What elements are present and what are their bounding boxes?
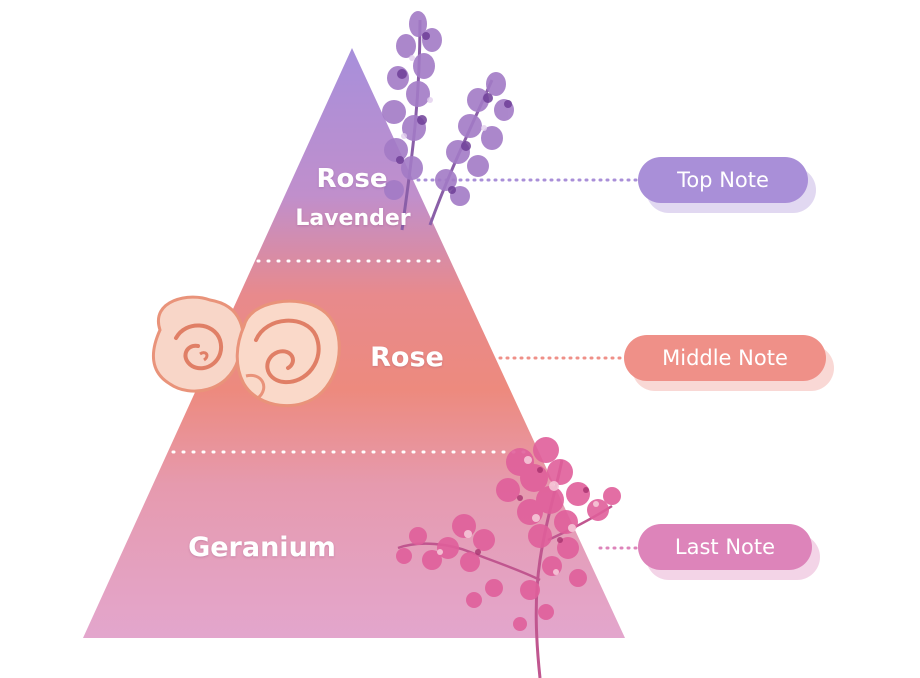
tier-base-label: Geranium <box>188 532 336 563</box>
last-note-pill: Last Note <box>638 524 812 570</box>
rose-bloom-icon <box>151 295 341 408</box>
pyramid-triangle <box>83 48 625 638</box>
top-note-pill: Top Note <box>638 157 808 203</box>
tier-top-line1: Rose <box>316 164 388 194</box>
lavender-sprig-icon <box>382 11 514 231</box>
tier-middle-label: Rose <box>370 342 444 373</box>
tier-top-line2: Lavender <box>295 206 411 231</box>
geranium-flower-icon <box>396 437 621 678</box>
middle-note-pill: Middle Note <box>624 335 826 381</box>
